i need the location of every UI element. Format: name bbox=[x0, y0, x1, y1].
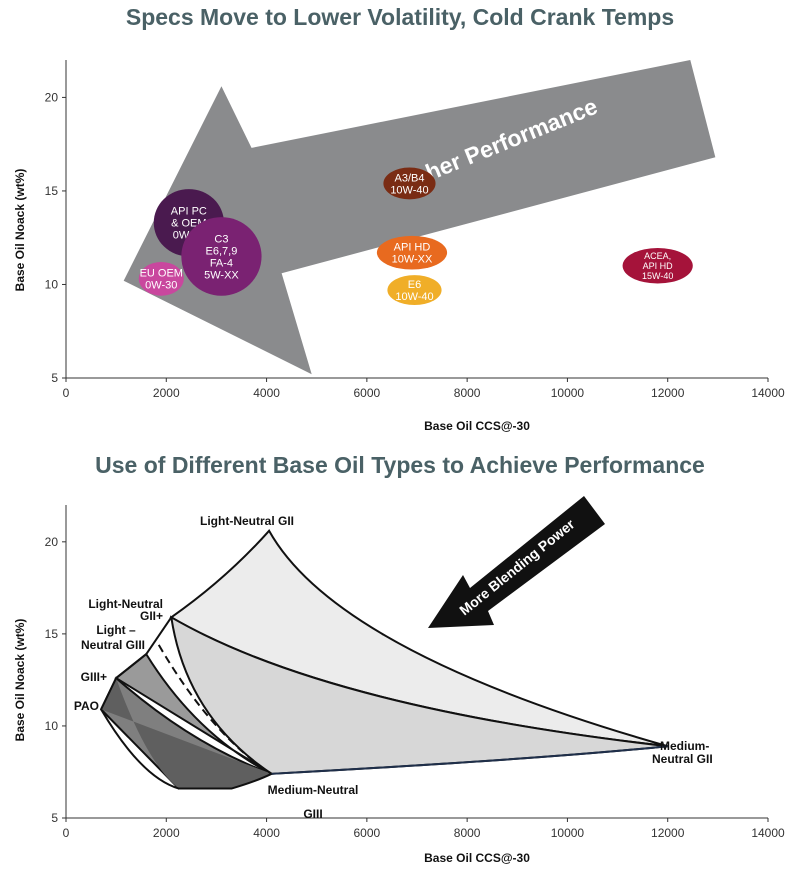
y-axis-label: Base Oil Noack (wt%) bbox=[13, 169, 27, 292]
y-tick-label: 20 bbox=[45, 535, 59, 549]
bubble-label: A3/B4 bbox=[394, 172, 424, 184]
y-tick-label: 10 bbox=[45, 277, 59, 291]
pao-outline bbox=[100, 708, 273, 790]
x-tick-label: 8000 bbox=[454, 386, 481, 400]
x-tick-label: 6000 bbox=[354, 826, 381, 840]
bubble-1 bbox=[181, 217, 262, 296]
label-light-neutral-gii-plus: GII+ bbox=[140, 609, 163, 623]
label-medium-neutral-giii: Medium-Neutral bbox=[268, 783, 359, 797]
y-axis-label: Base Oil Noack (wt%) bbox=[13, 619, 27, 742]
x-tick-label: 4000 bbox=[253, 386, 280, 400]
y-tick-label: 15 bbox=[45, 627, 59, 641]
bubble-label: 10W-XX bbox=[392, 254, 433, 266]
bubble-label: FA-4 bbox=[210, 257, 233, 269]
region-pao bbox=[101, 678, 272, 789]
dashed-boundary bbox=[157, 644, 273, 775]
y-tick-label: 5 bbox=[51, 371, 58, 385]
x-tick-label: 2000 bbox=[153, 826, 180, 840]
bubble-label: E6 bbox=[408, 279, 421, 291]
label-pao: PAO bbox=[74, 699, 99, 713]
bubble-label: API HD bbox=[394, 242, 431, 254]
x-axis-label: Base Oil CCS@-30 bbox=[424, 851, 530, 865]
giii-top-edge bbox=[115, 653, 147, 679]
bubble-label: EU OEM bbox=[140, 268, 183, 280]
label-light-neutral-giii: Neutral GIII bbox=[81, 638, 145, 652]
x-tick-label: 0 bbox=[63, 386, 70, 400]
bubble-3 bbox=[383, 167, 436, 200]
chart1-plot: 0 2000 4000 6000 8000 10000 12000 14000 5 10 15 20B… bbox=[13, 60, 785, 433]
y-tick-label: 15 bbox=[45, 184, 59, 198]
medium-neutral-boundary bbox=[271, 745, 668, 775]
y-tick-label: 5 bbox=[51, 811, 58, 825]
label-giii-plus: GIII+ bbox=[81, 670, 107, 684]
bubble-label: 0W-30 bbox=[145, 280, 177, 292]
y-tick-label: 20 bbox=[45, 90, 59, 104]
bubble-label: ACEA, bbox=[644, 251, 671, 261]
x-axis-label: Base Oil CCS@-30 bbox=[424, 419, 530, 433]
bubble-label: 10W-40 bbox=[395, 291, 433, 303]
label-medium-neutral-gii: Medium- bbox=[660, 739, 709, 753]
bubble-4 bbox=[376, 235, 448, 270]
x-tick-label: 12000 bbox=[651, 386, 685, 400]
x-tick-label: 14000 bbox=[751, 826, 785, 840]
x-tick-label: 14000 bbox=[751, 386, 785, 400]
x-tick-label: 2000 bbox=[153, 386, 180, 400]
label-light-neutral-gii-plus: Light-Neutral bbox=[88, 597, 163, 611]
chart1-title: Specs Move to Lower Volatility, Cold Cra… bbox=[125, 4, 675, 30]
blending-arrow-label: More Blending Power bbox=[456, 516, 578, 619]
bubble-label: API PC bbox=[171, 206, 207, 218]
pao-edge bbox=[100, 677, 118, 710]
bubble-2 bbox=[138, 262, 184, 296]
bubble-5 bbox=[387, 275, 442, 306]
x-tick-label: 0 bbox=[63, 826, 70, 840]
x-tick-label: 12000 bbox=[651, 826, 685, 840]
label-medium-neutral-gii: Neutral GII bbox=[652, 752, 713, 766]
label-medium-neutral-giii: GIII bbox=[303, 807, 322, 821]
x-tick-label: 10000 bbox=[551, 386, 585, 400]
blending-arrow bbox=[428, 496, 605, 628]
label-light-neutral-gii: Light-Neutral GII bbox=[200, 514, 294, 528]
chart2-title: Use of Different Base Oil Types to Achie… bbox=[95, 452, 705, 478]
bubble-label: E6,7,9 bbox=[206, 245, 238, 257]
performance-arrow bbox=[123, 60, 716, 375]
label-light-neutral-giii: Light – bbox=[96, 623, 136, 637]
y-tick-label: 10 bbox=[45, 719, 59, 733]
x-tick-label: 4000 bbox=[253, 826, 280, 840]
bubble-6 bbox=[622, 247, 693, 284]
x-tick-label: 10000 bbox=[551, 826, 585, 840]
giii-plus-top-edge bbox=[145, 616, 173, 655]
bubble-label: 5W-XX bbox=[204, 269, 239, 281]
x-tick-label: 6000 bbox=[354, 386, 381, 400]
bubble-label: 15W-40 bbox=[642, 271, 673, 281]
bubble-label: C3 bbox=[214, 233, 228, 245]
x-tick-label: 8000 bbox=[454, 826, 481, 840]
bubble-label: API HD bbox=[643, 261, 674, 271]
bubble-label: 10W-40 bbox=[390, 184, 428, 196]
